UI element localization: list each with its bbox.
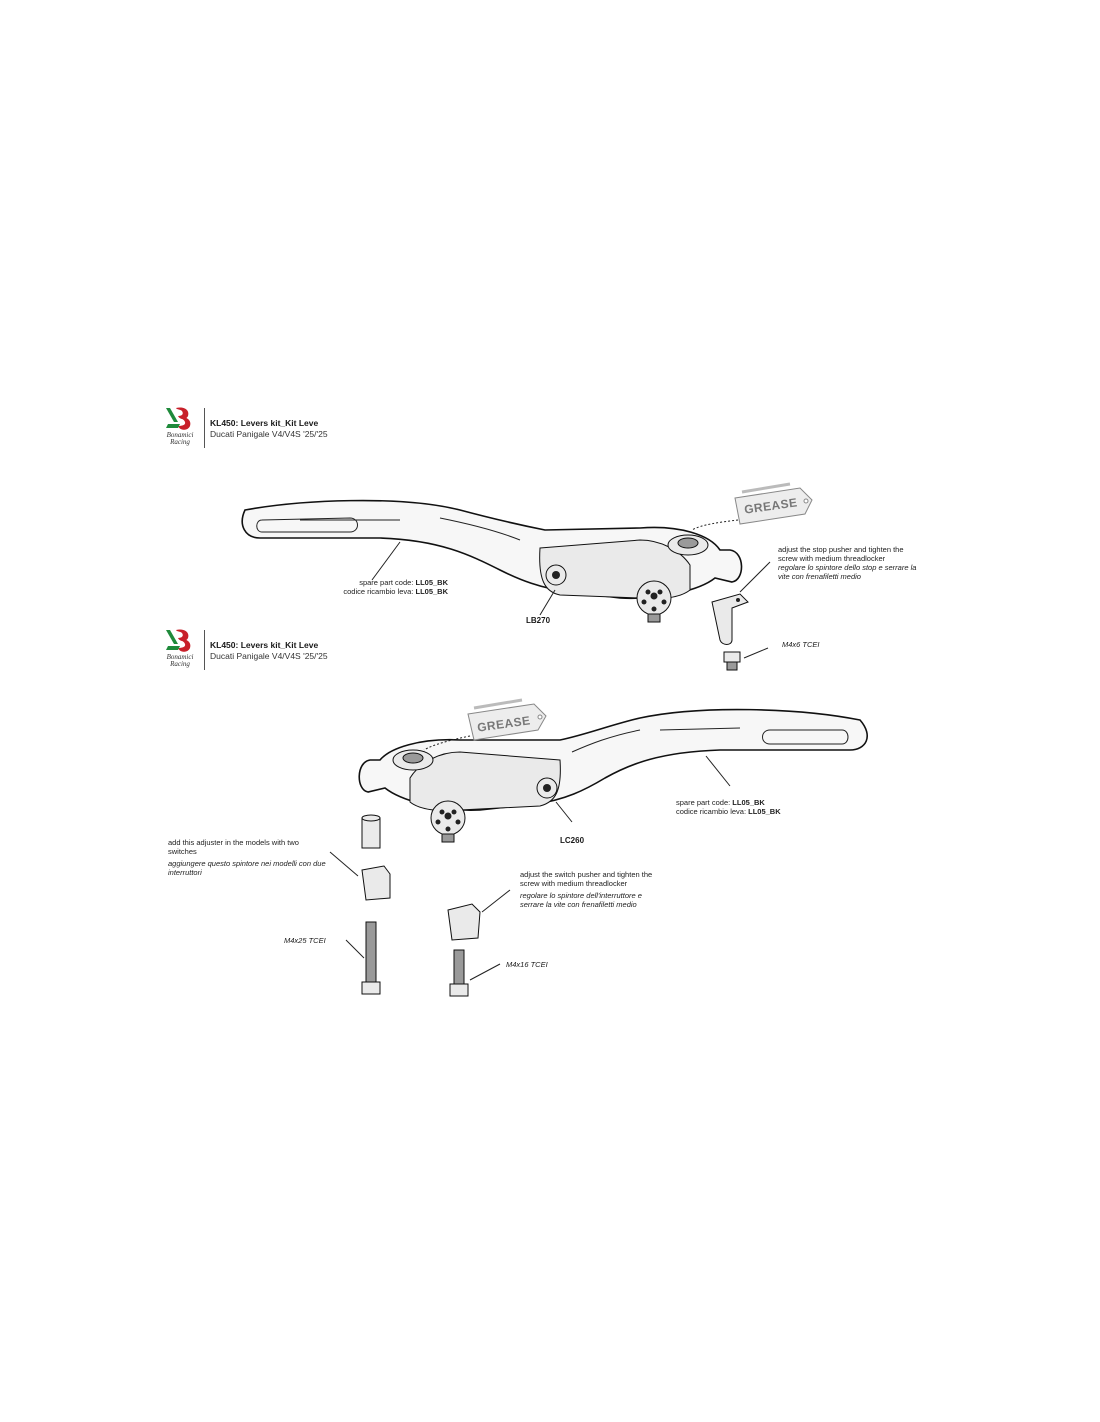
part-code-en: LL05_BK — [732, 798, 765, 807]
adjuster-note-it: aggiungere questo spintore nei modelli c… — [168, 859, 326, 877]
pusher-icon — [361, 865, 391, 901]
switch-pusher-note: adjust the switch pusher and tighten the… — [520, 870, 660, 909]
screw-label-m4x16: M4x16 TCEI — [506, 960, 548, 969]
header-2: Bonamici Racing KL450: Levers kit_Kit Le… — [158, 626, 358, 674]
kit-title: KL450: Levers kit_Kit Leve — [210, 418, 319, 428]
lever-assembly-2 — [329, 698, 869, 997]
switch-pusher-note-en: adjust the switch pusher and tighten the… — [520, 870, 653, 888]
brand-name-line2: Racing — [170, 438, 190, 446]
header-separator — [204, 408, 205, 448]
header-separator — [204, 630, 205, 670]
screw-icon — [449, 949, 469, 997]
screw-label-m4x6: M4x6 TCEI — [782, 640, 820, 649]
pusher-icon — [447, 903, 481, 941]
kit-subtitle: Ducati Panigale V4/V4S '25/'25 — [210, 651, 328, 661]
spacer-icon — [361, 814, 381, 849]
part-code-label-en: spare part code: — [676, 798, 733, 807]
adjuster-knob-icon — [430, 800, 466, 843]
brand-logo-icon — [166, 629, 191, 652]
part-code-1: spare part code: LL05_BK codice ricambio… — [318, 578, 448, 596]
part-code-label-it: codice ricambio leva: — [676, 807, 749, 816]
switch-pusher-note-it: regolare lo spintore dell'interruttore e… — [520, 891, 642, 909]
part-code-2: spare part code: LL05_BK codice ricambio… — [676, 798, 806, 816]
kit-subtitle: Ducati Panigale V4/V4S '25/'25 — [210, 429, 328, 439]
screw-icon — [723, 651, 741, 671]
kit-title: KL450: Levers kit_Kit Leve — [210, 640, 319, 650]
lever-assembly-1 — [241, 482, 813, 671]
adjuster-note-en: add this adjuster in the models with two… — [168, 838, 299, 856]
brand-logo-icon — [166, 407, 191, 430]
part-code-it: LL05_BK — [415, 587, 448, 596]
grease-tag-icon — [423, 698, 547, 751]
adjuster-knob-icon — [636, 580, 672, 623]
stop-pusher-note-en: adjust the stop pusher and tighten the s… — [778, 545, 904, 563]
grease-tag-icon — [691, 482, 813, 531]
part-code-label-en: spare part code: — [359, 578, 416, 587]
stop-pusher-note: adjust the stop pusher and tighten the s… — [778, 545, 923, 581]
pivot-code-2: LC260 — [560, 836, 585, 845]
header-1: Bonamici Racing KL450: Levers kit_Kit Le… — [158, 404, 358, 452]
part-code-it: LL05_BK — [748, 807, 781, 816]
brand-name-line1: Bonamici — [166, 431, 194, 439]
brand-name-line1: Bonamici — [166, 653, 194, 661]
screw-label-m4x25: M4x25 TCEI — [284, 936, 326, 945]
stop-pusher-icon — [711, 593, 749, 645]
brand-name-line2: Racing — [170, 660, 190, 668]
stop-pusher-note-it: regolare lo spintore dello stop e serrar… — [778, 563, 917, 581]
adjuster-note: add this adjuster in the models with two… — [168, 838, 328, 877]
part-code-label-it: codice ricambio leva: — [343, 587, 416, 596]
pivot-code-1: LB270 — [526, 616, 551, 625]
part-code-en: LL05_BK — [415, 578, 448, 587]
screw-icon — [361, 921, 381, 995]
